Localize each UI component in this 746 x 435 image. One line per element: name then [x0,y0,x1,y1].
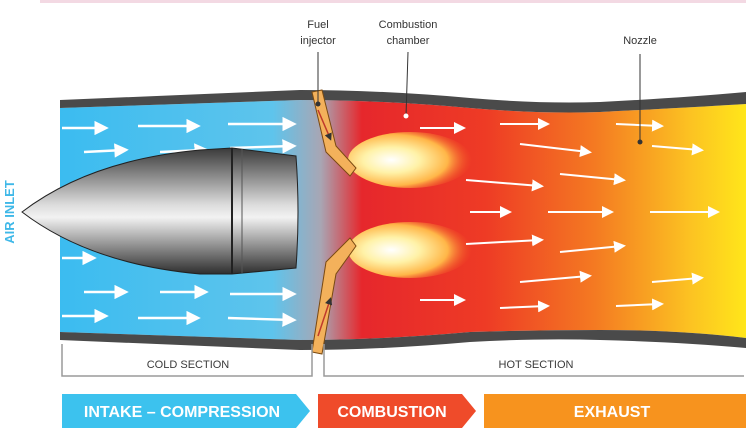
fuel-injector-label-line2: injector [300,35,336,47]
combustion-chamber-label-line2: chamber [387,35,430,47]
engine-casing-top [60,90,746,113]
stage-band-exhaust [484,394,746,428]
nozzle-label: Nozzle [623,35,657,47]
fuel-injector-top [311,89,357,177]
flame-top [348,132,472,188]
section-brackets [61,344,744,377]
stage-exhaust-label: EXHAUST [574,404,651,421]
engine-casing-bottom [60,330,746,350]
cold-section-label: COLD SECTION [147,359,230,371]
hot-section-label: HOT SECTION [499,359,574,371]
combustion-chamber-label-line1: Combustion [379,19,438,31]
top-strip [40,0,746,3]
stage-intake-label: INTAKE – COMPRESSION [84,404,280,421]
fuel-injector-bottom [311,237,357,355]
injector-dot [315,101,321,107]
stage-combustion-label: COMBUSTION [337,404,446,421]
stage-band-combustion [318,394,476,428]
chamber-dot [403,113,409,119]
fuel-flow-bottom [317,297,333,337]
nozzle-dot [637,139,643,145]
fuel-injector-label-line1: Fuel [307,19,328,31]
hot-gas-arrows [420,118,720,313]
nose-cone [21,147,299,275]
air-inlet-label: AIR INLET [2,180,17,244]
fuel-flow-top [317,109,332,141]
flame-bottom [348,222,472,278]
label-leaders [317,51,641,142]
stage-band-intake [62,394,310,428]
